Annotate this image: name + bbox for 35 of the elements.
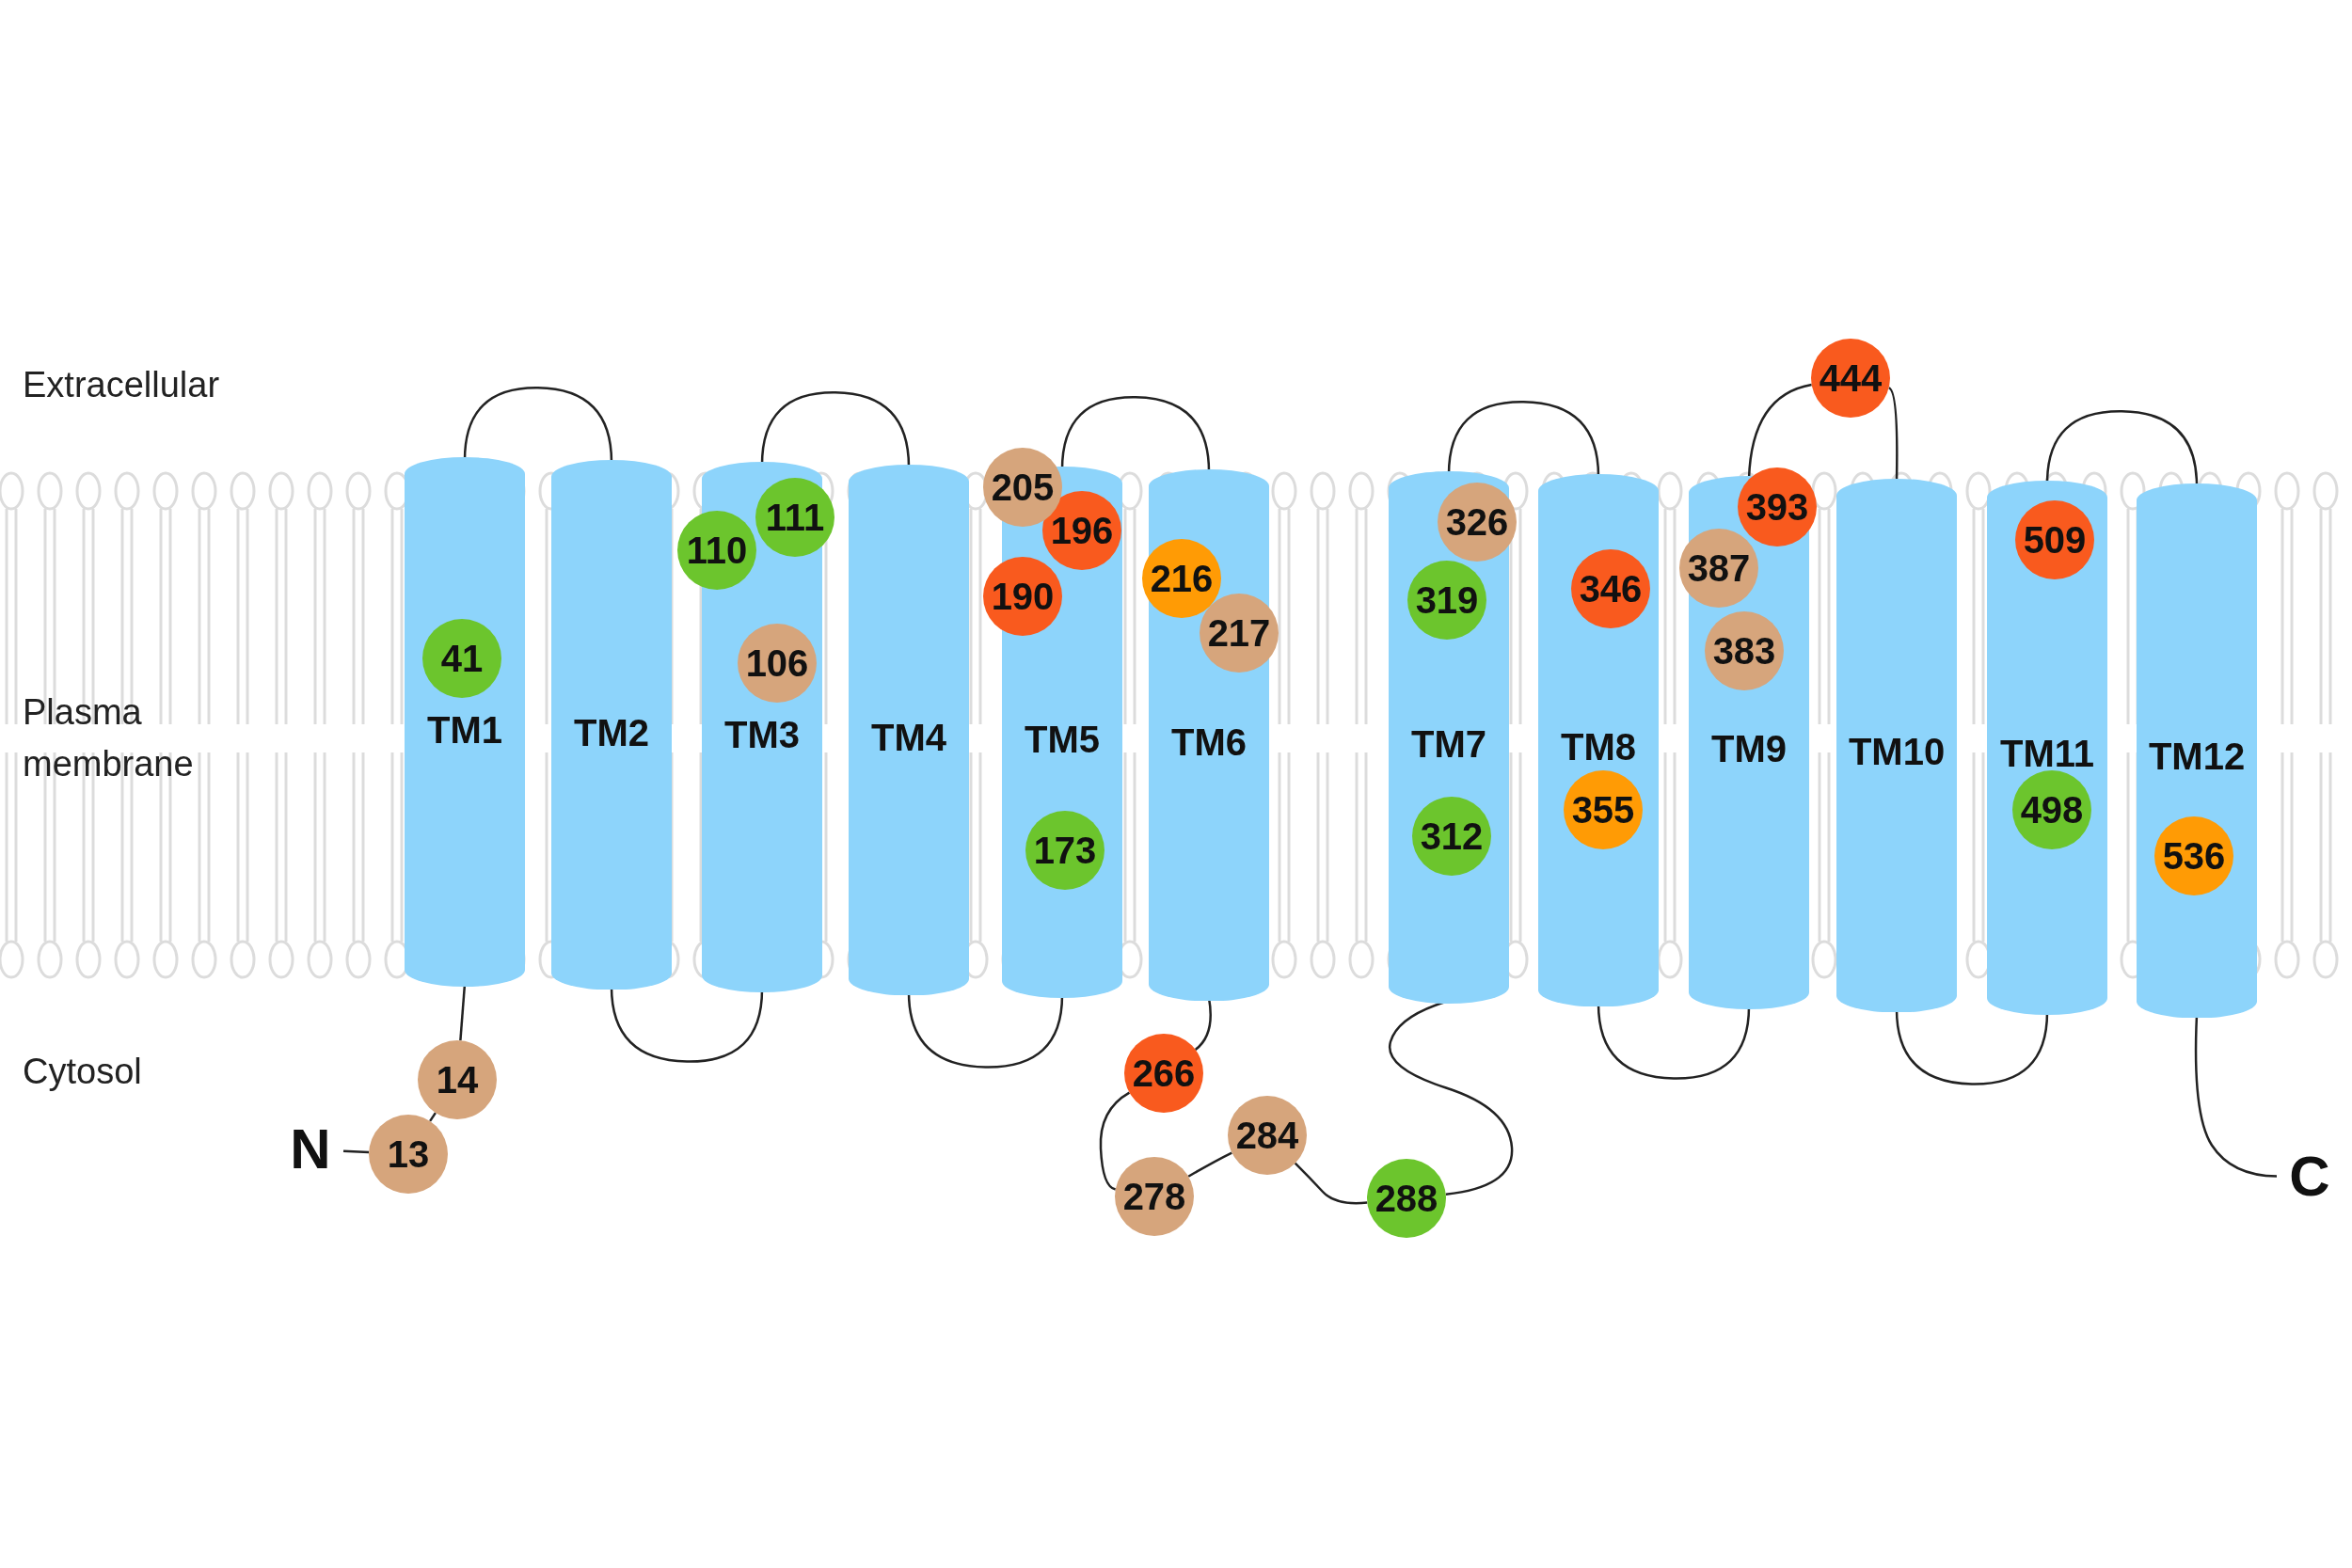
residue-marker: 190 [983, 557, 1062, 636]
loop-line [1294, 1162, 1368, 1205]
terminus-label: N [290, 1121, 331, 1178]
residue-marker: 266 [1124, 1034, 1203, 1113]
helix-label: TM8 [1560, 727, 1637, 766]
loop-line [1447, 401, 1600, 477]
loop-line [760, 391, 911, 467]
region-label: Extracellular [23, 364, 221, 406]
helix-label: TM1 [426, 711, 503, 749]
region-label: Cytosol [23, 1051, 143, 1093]
residue-marker: 284 [1228, 1096, 1307, 1175]
helix-label: TM6 [1170, 722, 1248, 761]
terminus-label: C [2289, 1148, 2330, 1205]
helix-label: TM4 [870, 718, 947, 756]
loop-line [1060, 396, 1211, 472]
residue-marker: 393 [1738, 467, 1817, 546]
residue-marker: 110 [677, 511, 756, 590]
helix-label: TM3 [723, 716, 801, 753]
loop-line [1099, 1091, 1131, 1191]
helix-label: TM7 [1410, 725, 1487, 763]
region-label: Plasma membrane [23, 691, 195, 786]
helix-label: TM5 [1024, 721, 1101, 758]
helix-label: TM2 [573, 713, 650, 752]
residue-marker: 13 [369, 1115, 448, 1194]
loop-line [1187, 1151, 1232, 1178]
helix-label: TM12 [2147, 736, 2247, 775]
helix-label: TM9 [1710, 730, 1788, 768]
helix-label: TM10 [1847, 732, 1947, 770]
residue-marker: 444 [1811, 339, 1890, 418]
residue-marker: 14 [418, 1040, 497, 1119]
loop-line [463, 387, 613, 463]
residue-marker: 288 [1367, 1159, 1446, 1238]
residue-marker: 278 [1115, 1157, 1194, 1236]
loop-line [342, 1149, 370, 1154]
helix-label: TM11 [1998, 735, 2095, 772]
